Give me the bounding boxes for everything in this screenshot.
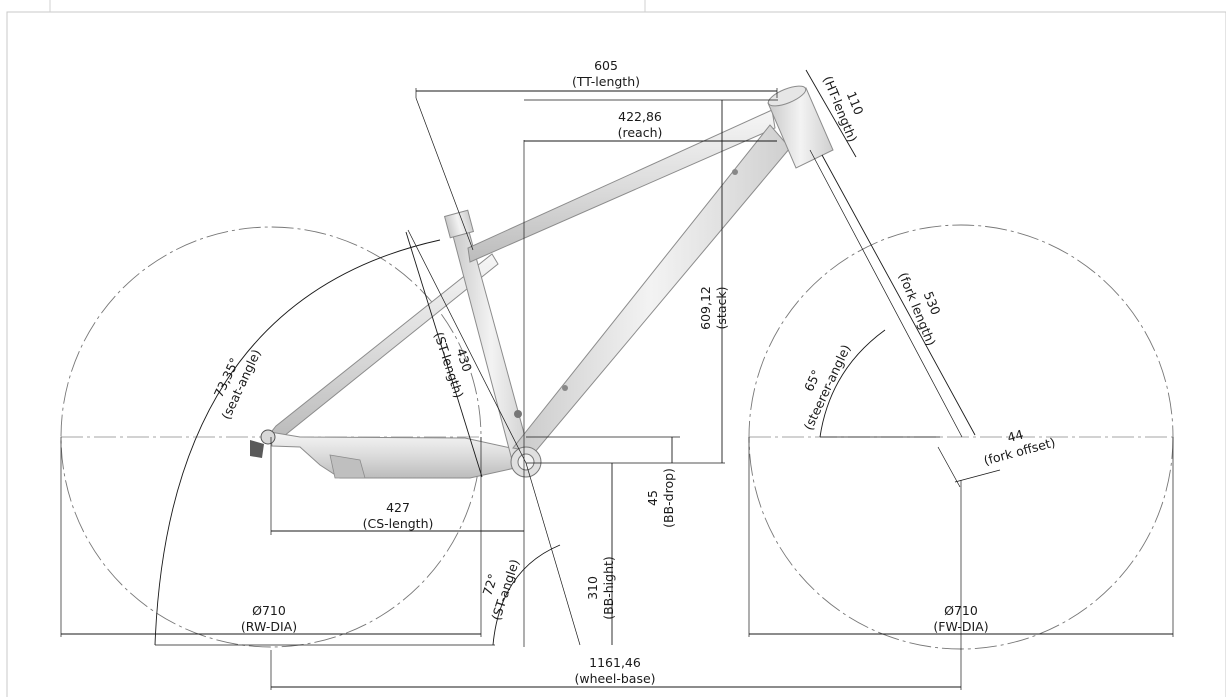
- rw-dia-label: (RW-DIA): [241, 619, 297, 634]
- fw-dia-label: (FW-DIA): [933, 619, 988, 634]
- reach-value: 422,86: [618, 109, 662, 124]
- cs-length-value: 427: [386, 500, 410, 515]
- dimension-labels: 605 (TT-length) 422,86 (reach) 110 (HT-l…: [211, 58, 1057, 686]
- wheel-base-value: 1161,46: [589, 655, 641, 670]
- bike-frame: [250, 85, 834, 479]
- cs-length-label: (CS-length): [363, 516, 434, 531]
- rw-dia-value: Ø710: [252, 603, 286, 618]
- extension-lines: [60, 88, 1174, 690]
- stack-value: 609,12: [698, 286, 713, 330]
- bb-height-value: 310: [585, 576, 600, 600]
- stack-label: (stack): [714, 287, 729, 330]
- fw-dia-value: Ø710: [944, 603, 978, 618]
- bb-drop-value: 45: [645, 490, 660, 506]
- wheel-base-label: (wheel-base): [574, 671, 655, 686]
- drawing-border: [6, 0, 1226, 697]
- st-length-value: 430: [453, 346, 475, 373]
- tt-length-label: (TT-length): [572, 74, 640, 89]
- bb-height-label: (BB-hight): [601, 556, 616, 620]
- bb-drop-label: (BB-drop): [661, 468, 676, 528]
- reach-label: (reach): [618, 125, 663, 140]
- dimension-lines: [61, 69, 1173, 688]
- st-angle-value: 72°: [479, 572, 500, 598]
- tt-length-value: 605: [594, 58, 618, 73]
- fork-offset-value: 44: [1006, 427, 1025, 446]
